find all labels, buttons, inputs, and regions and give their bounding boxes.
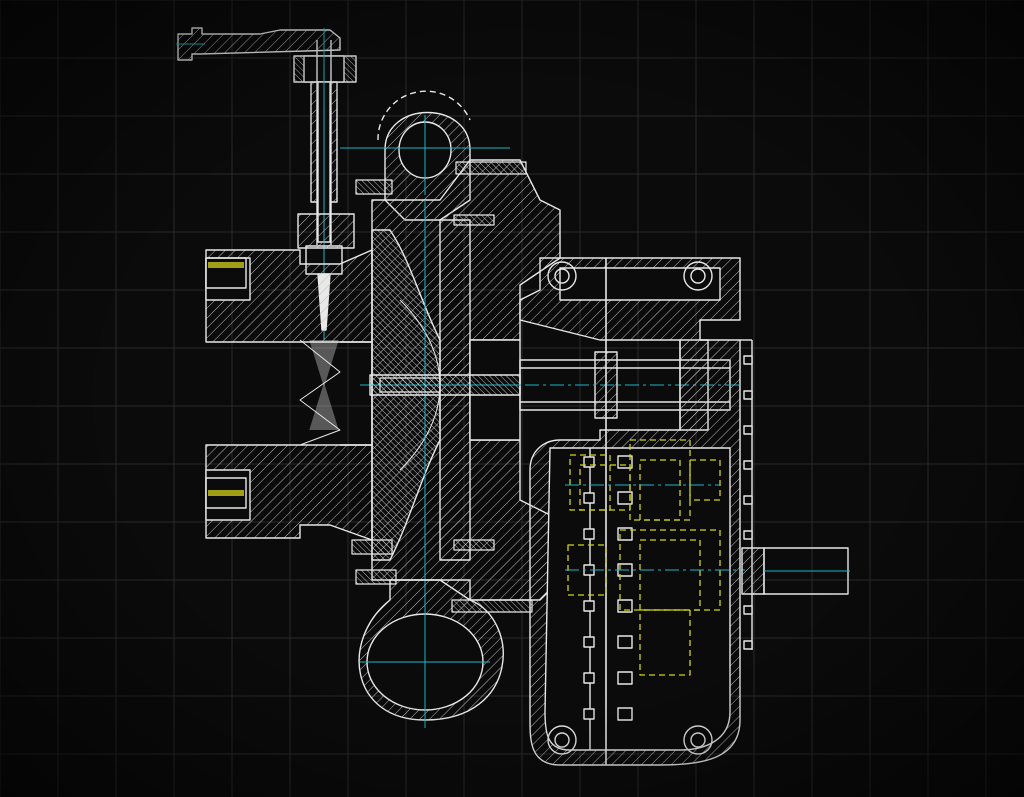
drawing-canvas — [0, 0, 1024, 797]
vignette-overlay — [0, 0, 1024, 797]
turbocharger-section-drawing — [0, 0, 1024, 797]
